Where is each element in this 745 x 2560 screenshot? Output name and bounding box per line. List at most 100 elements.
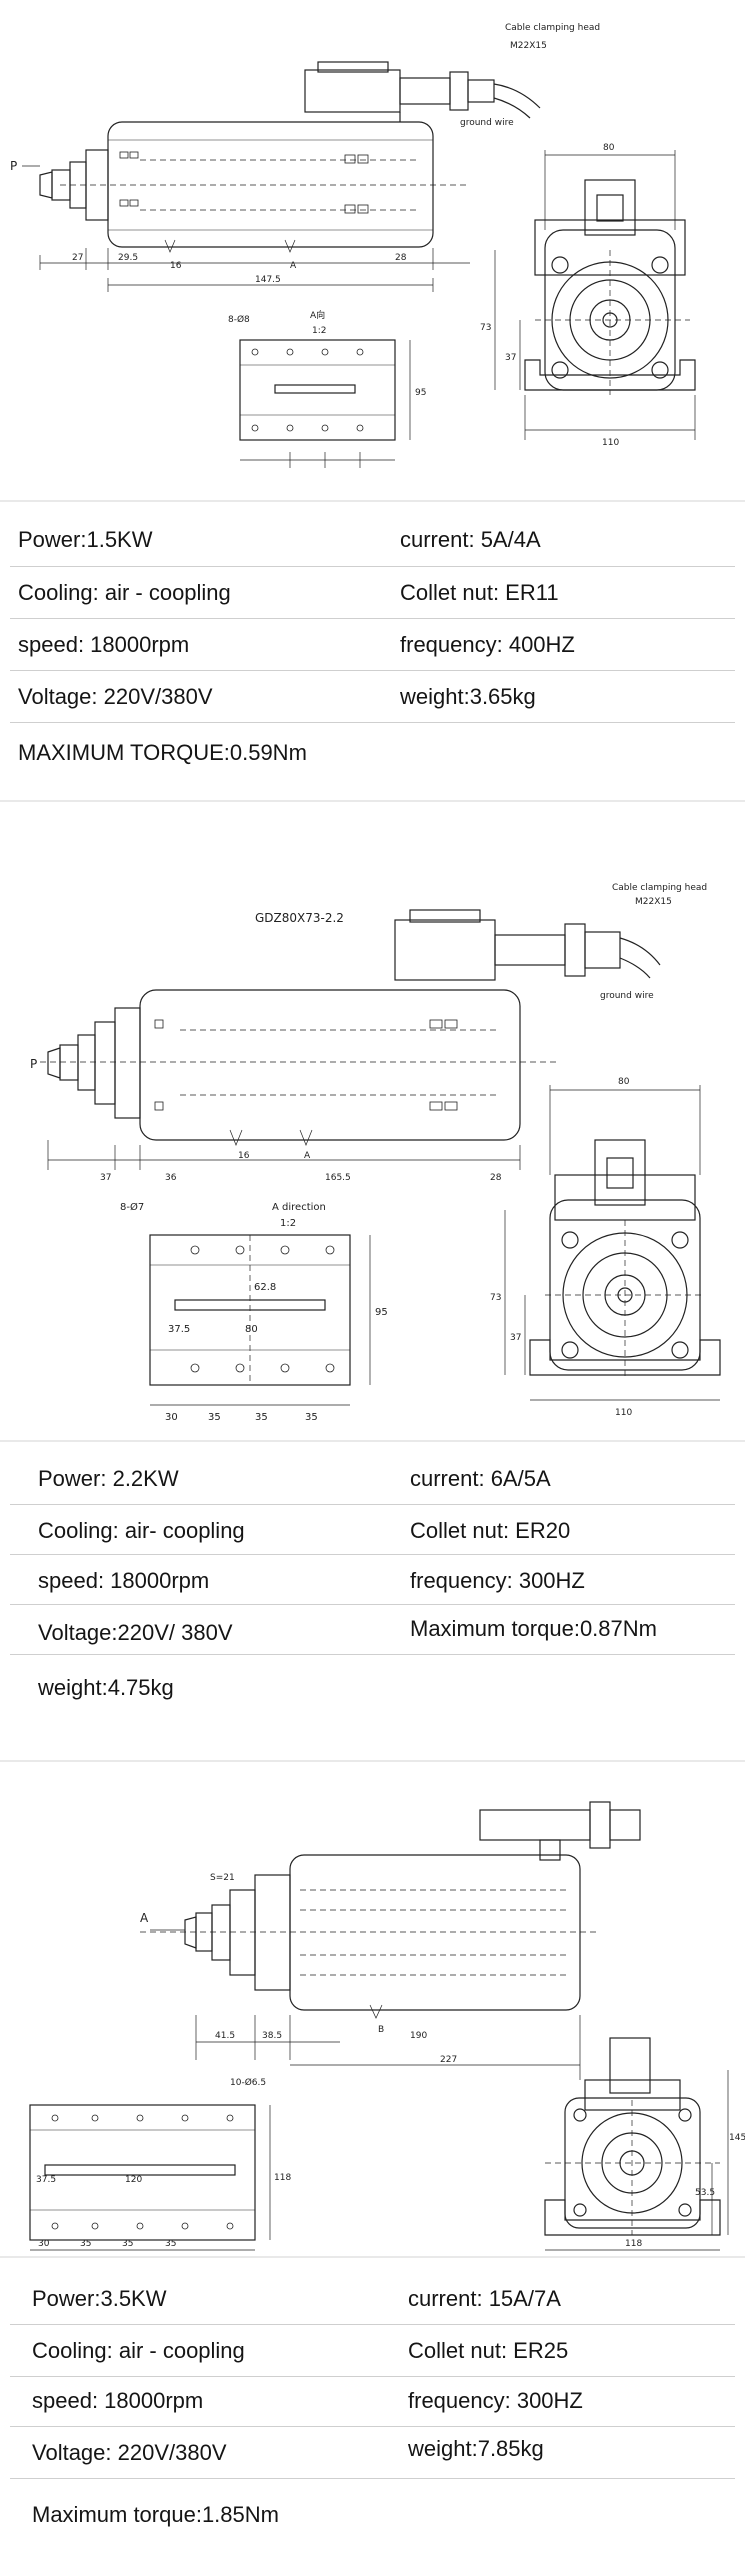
spec-table-3: Power:3.5KW current: 15A/7A Cooling: air… xyxy=(0,2256,745,2560)
svg-text:35: 35 xyxy=(80,2239,91,2249)
row-rule xyxy=(10,1504,735,1505)
row-rule xyxy=(10,2376,735,2377)
spec-table-1: Power:1.5KW current: 5A/4A Cooling: air … xyxy=(0,500,745,800)
svg-text:8-Ø8: 8-Ø8 xyxy=(228,314,250,325)
spec-voltage: Voltage: 220V/380V xyxy=(18,684,213,709)
technical-drawing-3: A S=21 41.5 38.5 B 190 227 10-Ø6.5 xyxy=(0,1780,745,2260)
spec-current: current: 6A/5A xyxy=(410,1466,551,1491)
spec-cooling: Cooling: air - coopling xyxy=(32,2338,245,2363)
spindle-section-2: GDZ80X73-2.2 Cable clamping head M22X15 … xyxy=(0,800,745,1760)
divider xyxy=(0,1760,745,1762)
svg-text:110: 110 xyxy=(602,438,619,448)
svg-text:8-Ø7: 8-Ø7 xyxy=(120,1201,144,1213)
svg-text:120: 120 xyxy=(125,2175,142,2185)
svg-text:95: 95 xyxy=(375,1307,388,1318)
spec-frequency: frequency: 300HZ xyxy=(408,2388,583,2413)
svg-text:80: 80 xyxy=(245,1324,258,1335)
row-rule xyxy=(10,2324,735,2325)
spec-power: Power:3.5KW xyxy=(32,2286,167,2311)
svg-text:10-Ø6.5: 10-Ø6.5 xyxy=(230,2077,266,2088)
thread-label: M22X15 xyxy=(510,41,547,51)
svg-text:95: 95 xyxy=(415,388,426,398)
svg-text:37: 37 xyxy=(505,353,516,363)
divider xyxy=(0,500,745,502)
spec-cooling: Cooling: air- coopling xyxy=(38,1518,245,1543)
row-rule xyxy=(10,670,735,671)
divider xyxy=(0,800,745,802)
svg-text:A: A xyxy=(304,1151,311,1161)
svg-text:41.5: 41.5 xyxy=(215,2031,235,2041)
svg-text:A向: A向 xyxy=(310,309,325,321)
spec-collet: Collet nut: ER20 xyxy=(410,1518,571,1543)
svg-text:73: 73 xyxy=(490,1293,501,1303)
svg-text:37.5: 37.5 xyxy=(36,2175,56,2185)
row-rule xyxy=(10,722,735,723)
model-label: GDZ80X73-2.2 xyxy=(255,911,344,925)
spec-speed: speed: 18000rpm xyxy=(32,2388,204,2413)
svg-text:190: 190 xyxy=(410,2031,427,2041)
svg-text:147.5: 147.5 xyxy=(255,275,281,285)
svg-text:35: 35 xyxy=(305,1412,318,1423)
svg-text:80: 80 xyxy=(618,1077,630,1087)
svg-text:35: 35 xyxy=(122,2239,133,2249)
spec-current: current: 5A/4A xyxy=(400,527,541,552)
svg-text:16: 16 xyxy=(238,1151,250,1161)
row-rule xyxy=(10,1554,735,1555)
svg-text:53.5: 53.5 xyxy=(695,2188,715,2198)
svg-text:35: 35 xyxy=(255,1412,268,1423)
svg-text:80: 80 xyxy=(603,143,615,153)
svg-text:165.5: 165.5 xyxy=(325,1173,351,1183)
spec-power: Power:1.5KW xyxy=(18,527,153,552)
spindle-section-1: P 27 29.5 147.5 28 16 A Cable clamping h… xyxy=(0,0,745,800)
svg-text:1:2: 1:2 xyxy=(312,326,326,336)
ground-wire-label: ground wire xyxy=(600,991,654,1001)
spec-power: Power: 2.2KW xyxy=(38,1466,179,1491)
spec-weight: weight:7.85kg xyxy=(408,2436,544,2461)
spec-speed: speed: 18000rpm xyxy=(38,1568,210,1593)
technical-drawing-1: P 27 29.5 147.5 28 16 A Cable clamping h… xyxy=(0,0,745,490)
technical-drawing-2: GDZ80X73-2.2 Cable clamping head M22X15 … xyxy=(0,840,745,1460)
spec-weight: weight:3.65kg xyxy=(400,684,536,709)
svg-text:27: 27 xyxy=(72,253,83,263)
divider xyxy=(0,1440,745,1442)
svg-text:38.5: 38.5 xyxy=(262,2031,282,2041)
svg-text:35: 35 xyxy=(208,1412,221,1423)
divider xyxy=(0,2256,745,2258)
spec-current: current: 15A/7A xyxy=(408,2286,561,2311)
svg-text:118: 118 xyxy=(625,2239,642,2249)
spec-collet: Collet nut: ER25 xyxy=(408,2338,569,2363)
row-rule xyxy=(10,618,735,619)
row-rule xyxy=(10,566,735,567)
svg-text:28: 28 xyxy=(490,1173,502,1183)
ground-wire-label: ground wire xyxy=(460,118,514,128)
p-label: P xyxy=(10,159,17,173)
cable-head-label: Cable clamping head xyxy=(505,23,600,33)
svg-text:110: 110 xyxy=(615,1408,632,1418)
spec-cooling: Cooling: air - coopling xyxy=(18,580,231,605)
spec-torque: Maximum torque:0.87Nm xyxy=(410,1616,657,1641)
row-rule xyxy=(10,2478,735,2479)
spec-table-2: Power: 2.2KW current: 6A/5A Cooling: air… xyxy=(0,1440,745,1760)
spec-voltage: Voltage: 220V/380V xyxy=(32,2440,227,2465)
svg-text:118: 118 xyxy=(274,2173,291,2183)
spec-speed: speed: 18000rpm xyxy=(18,632,190,657)
svg-text:37: 37 xyxy=(510,1333,521,1343)
spec-torque: Maximum torque:1.85Nm xyxy=(32,2502,279,2527)
svg-text:30: 30 xyxy=(38,2239,50,2249)
svg-text:S=21: S=21 xyxy=(210,1873,235,1883)
spec-weight: weight:4.75kg xyxy=(38,1675,174,1700)
p-label: P xyxy=(30,1057,37,1071)
svg-text:35: 35 xyxy=(165,2239,176,2249)
spec-frequency: frequency: 400HZ xyxy=(400,632,575,657)
row-rule xyxy=(10,1604,735,1605)
spec-frequency: frequency: 300HZ xyxy=(410,1568,585,1593)
cable-head-label: Cable clamping head xyxy=(612,883,707,893)
svg-text:145: 145 xyxy=(729,2133,745,2143)
spec-voltage: Voltage:220V/ 380V xyxy=(38,1620,233,1645)
svg-text:37: 37 xyxy=(100,1173,111,1183)
svg-text:227: 227 xyxy=(440,2055,457,2065)
row-rule xyxy=(10,2426,735,2427)
svg-text:30: 30 xyxy=(165,1412,178,1423)
svg-text:16: 16 xyxy=(170,261,182,271)
svg-text:36: 36 xyxy=(165,1173,177,1183)
